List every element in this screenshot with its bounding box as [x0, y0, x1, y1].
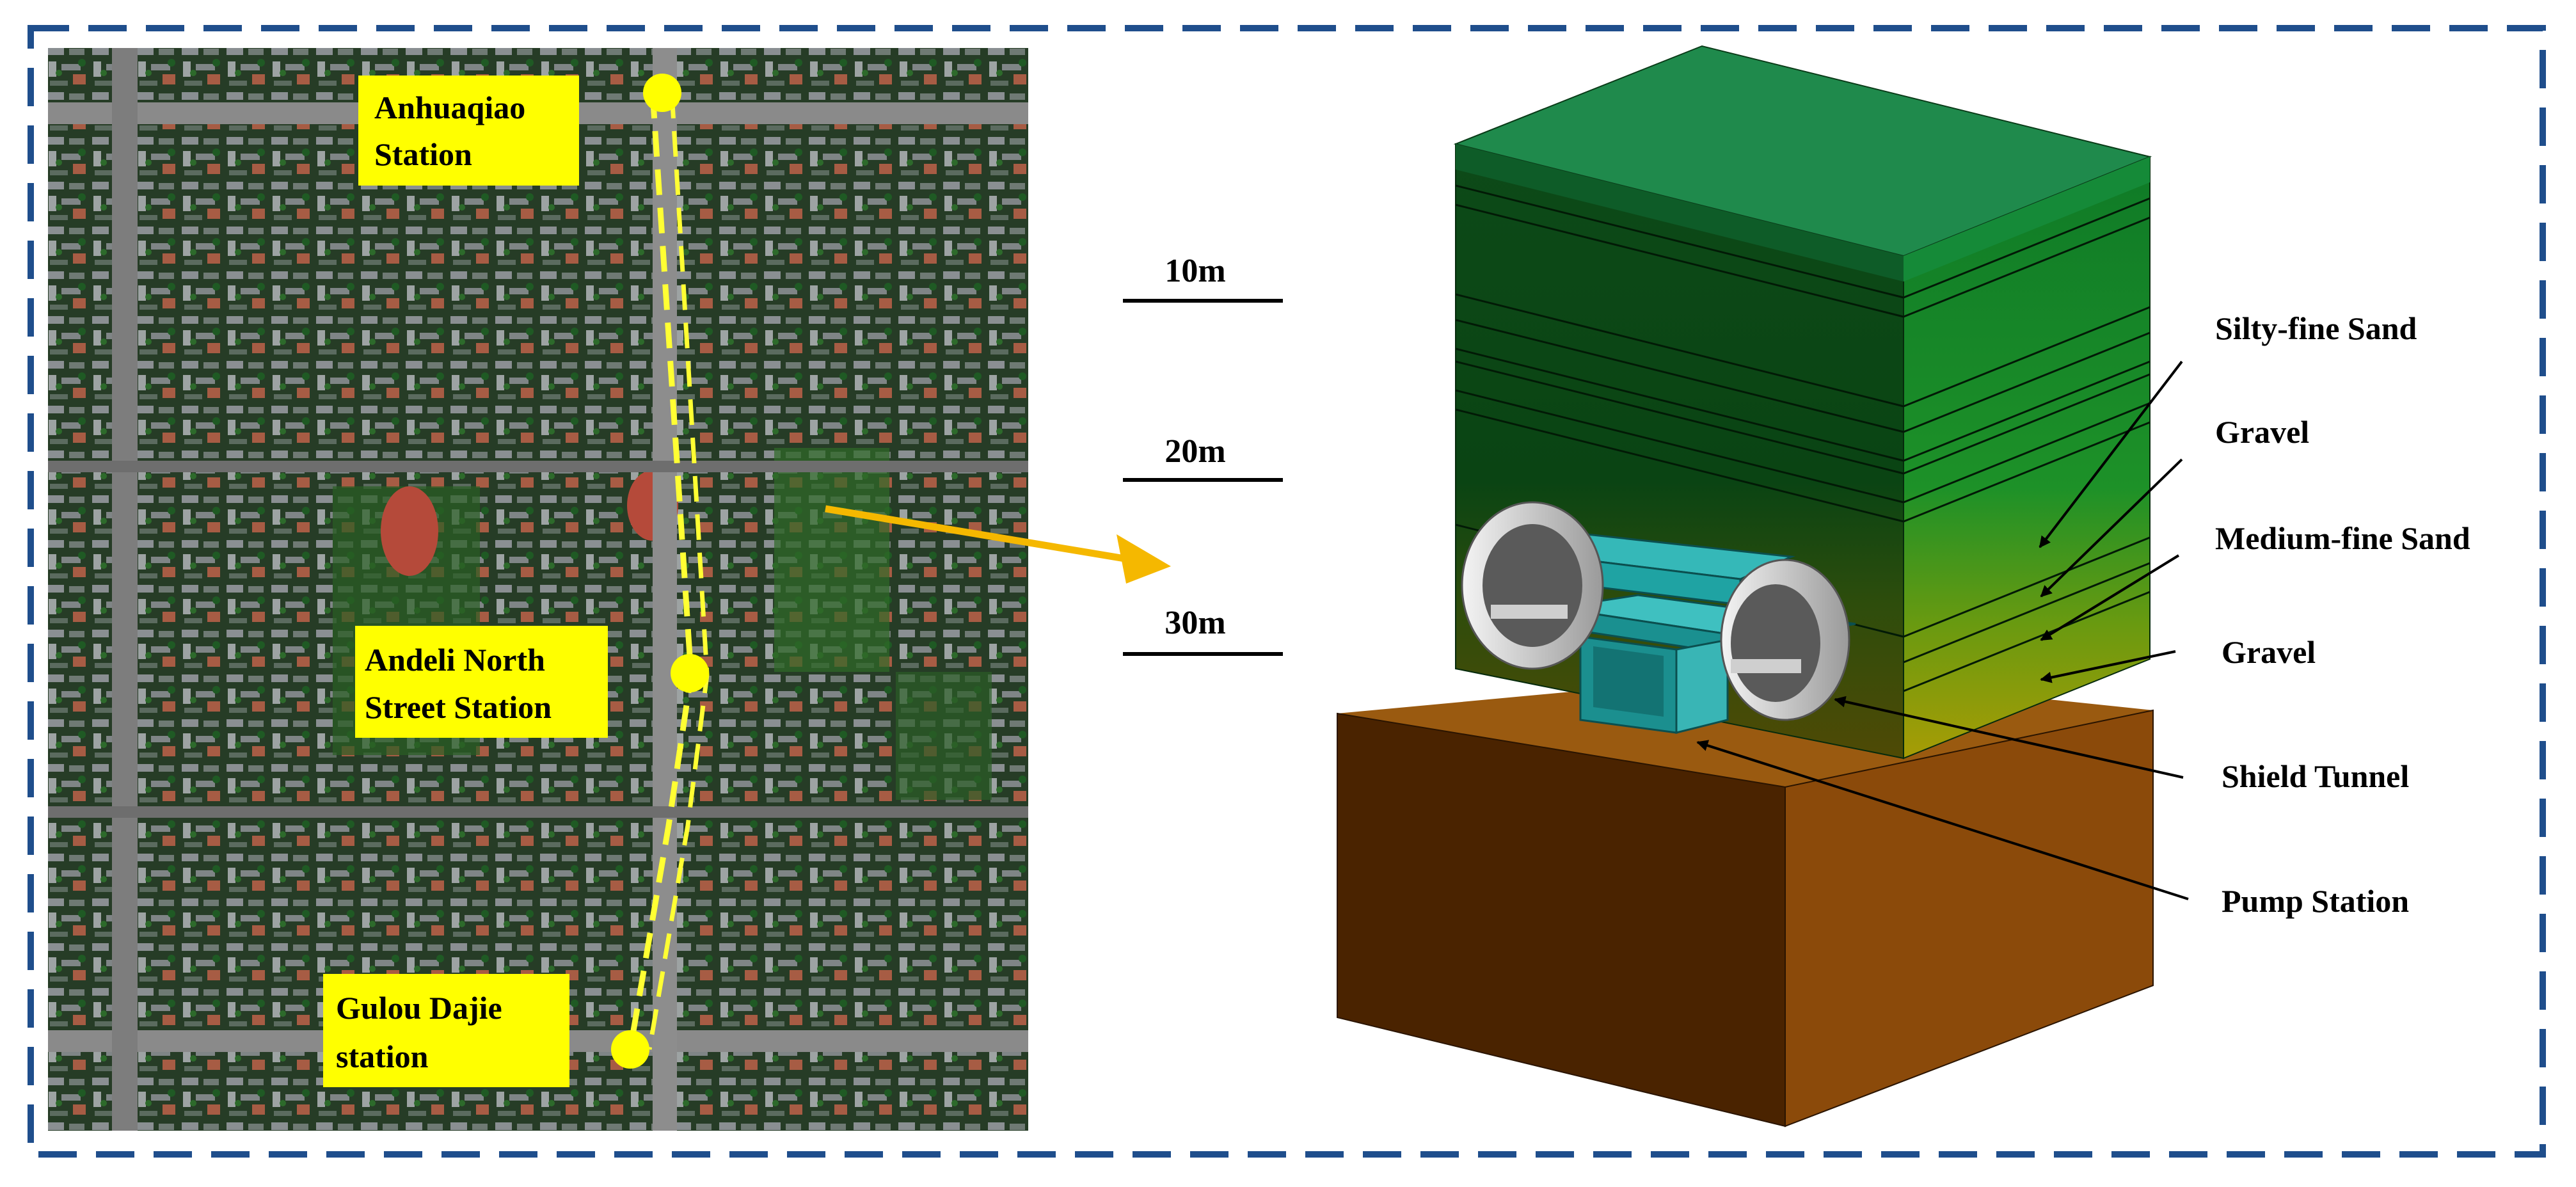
- layer-label-silty-fine-sand: Silty-fine Sand: [2039, 310, 2417, 548]
- metro-route: [627, 92, 694, 1050]
- station-label-gulou: Gulou Dajie station: [323, 974, 569, 1087]
- shield-tunnel-left: [1461, 501, 1604, 670]
- station-marker-icon: [671, 654, 709, 692]
- layer-label-medium-fine-sand: Medium-fine Sand: [2040, 520, 2470, 641]
- svg-text:Gravel: Gravel: [2222, 634, 2316, 670]
- scale-label: 10m: [1165, 253, 1225, 289]
- station-label-anhuaqiao: Anhuaqiao Station: [358, 76, 579, 186]
- geological-model: [1337, 45, 2154, 1127]
- base-block-side: [1785, 709, 2154, 1127]
- svg-text:Silty-fine Sand: Silty-fine Sand: [2215, 310, 2417, 346]
- station-marker-icon: [611, 1030, 649, 1069]
- scale-bar-30m: 30m: [1123, 605, 1283, 656]
- layer-label-gravel-1: Gravel: [2040, 414, 2309, 598]
- station-label-line1: Andeli North: [365, 642, 545, 678]
- station-label-line1: Gulou Dajie: [336, 990, 502, 1026]
- base-block-front: [1337, 712, 1786, 1127]
- scale-label: 30m: [1165, 605, 1225, 641]
- station-label-andeli: Andeli North Street Station: [355, 626, 608, 738]
- station-label-line2: Station: [374, 136, 472, 172]
- arrow-right-icon: [825, 505, 1171, 584]
- figure-frame: [28, 25, 2546, 1158]
- svg-text:Pump Station: Pump Station: [2222, 883, 2409, 919]
- layer-label-gravel-2: Gravel: [2040, 634, 2316, 683]
- shield-tunnel-right: [1720, 559, 1850, 721]
- component-label-shield-tunnel: Shield Tunnel: [1834, 696, 2409, 794]
- scale-label: 20m: [1165, 433, 1225, 470]
- satellite-map: [48, 48, 1028, 1131]
- station-label-line1: Anhuaqiao: [374, 90, 525, 125]
- station-label-line2: station: [336, 1039, 429, 1074]
- scale-bar-20m: 20m: [1123, 433, 1283, 482]
- component-label-pump-station: Pump Station: [1696, 740, 2409, 919]
- station-marker-icon: [643, 74, 681, 112]
- scale-bar-10m: 10m: [1123, 253, 1283, 303]
- station-label-line2: Street Station: [365, 689, 552, 725]
- svg-text:Medium-fine Sand: Medium-fine Sand: [2215, 520, 2470, 556]
- svg-text:Gravel: Gravel: [2215, 414, 2309, 450]
- svg-text:Shield Tunnel: Shield Tunnel: [2222, 758, 2409, 794]
